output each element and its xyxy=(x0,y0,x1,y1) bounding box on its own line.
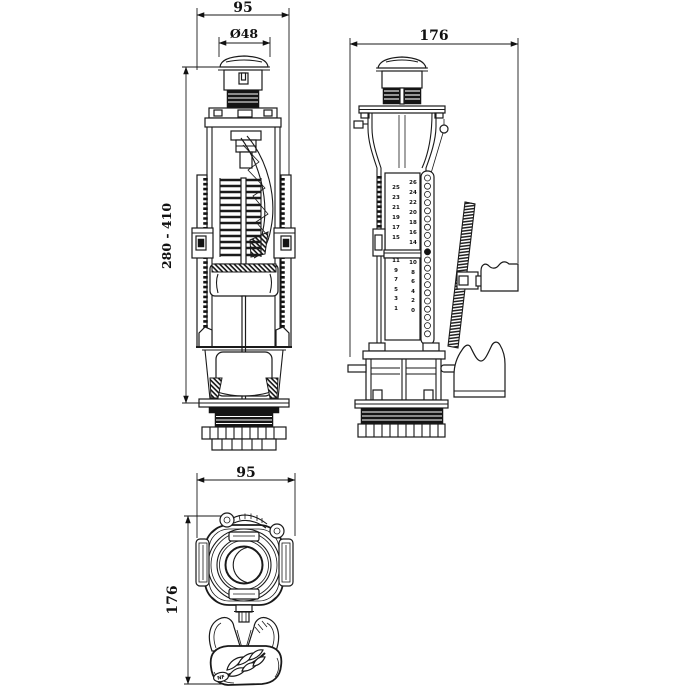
side-view: 176 xyxy=(347,28,519,438)
scale-number: 5 xyxy=(394,287,398,293)
dim-width-176: 176 xyxy=(349,28,519,357)
dim-button-diameter: Ø48 xyxy=(218,26,271,57)
scale-number: 7 xyxy=(394,277,398,283)
retaining-clip xyxy=(232,513,268,529)
scale-number: 19 xyxy=(392,215,400,221)
outlet-opening xyxy=(224,545,264,585)
hook-bracket xyxy=(480,261,519,292)
scale-number: 17 xyxy=(392,225,400,231)
push-button-side xyxy=(376,56,428,105)
valve-top-circles xyxy=(204,524,284,606)
scale-number: 8 xyxy=(411,270,415,276)
scale-number: 23 xyxy=(392,195,400,201)
ear-lug-right xyxy=(269,523,285,539)
scale-number: 2 xyxy=(411,298,415,304)
scale-column: 26 24 22 20 18 16 14 25 23 21 19 17 15 xyxy=(372,172,422,341)
scale-number: 20 xyxy=(409,210,417,216)
scale-number: 21 xyxy=(392,205,400,211)
dim-text-width-side: 176 xyxy=(419,28,448,44)
scale-number: 1 xyxy=(394,306,398,312)
scale-number: 0 xyxy=(411,308,415,314)
pedal: NF xyxy=(209,645,283,686)
front-view: 95 Ø48 280 - 410 xyxy=(159,0,296,451)
bell-housing xyxy=(196,326,292,400)
position-pin xyxy=(424,248,431,256)
outlet-thread-side xyxy=(354,399,449,438)
funnel-body xyxy=(353,112,449,353)
dim-text-height-range: 280 - 410 xyxy=(159,203,174,269)
threaded-collar xyxy=(226,89,260,109)
scale-number: 22 xyxy=(409,200,417,206)
scale-number: 3 xyxy=(394,296,398,302)
base-flange xyxy=(198,398,290,414)
outlet-thread xyxy=(201,412,287,451)
tank-bracket xyxy=(453,341,506,398)
dim-height-range: 280 - 410 xyxy=(159,66,220,404)
scale-number: 15 xyxy=(392,235,400,241)
scale-number: 16 xyxy=(409,230,417,236)
dim-height-176-bottom: 176 xyxy=(165,515,232,685)
scale-number: 6 xyxy=(411,279,415,285)
scale-number: 10 xyxy=(409,260,417,266)
neck xyxy=(234,604,254,623)
nf-logo-text: NF xyxy=(217,674,226,681)
scale-lower: 11 9 7 5 3 1 10 8 6 4 2 0 xyxy=(384,257,421,341)
scale-number: 26 xyxy=(409,180,417,186)
dim-text-width: 95 xyxy=(233,0,252,16)
scale-number: 11 xyxy=(392,258,400,264)
chain-hole-strip xyxy=(420,170,435,346)
nf-logo: NF xyxy=(213,671,229,683)
dim-width-95-bottom: 95 xyxy=(196,465,296,538)
scale-number: 14 xyxy=(409,240,417,246)
scale-upper: 26 24 22 20 18 16 14 25 23 21 19 17 15 xyxy=(384,172,421,253)
bottom-view: 95 176 xyxy=(165,465,296,686)
valve-base xyxy=(347,342,458,401)
push-button xyxy=(218,55,270,91)
scale-number: 18 xyxy=(409,220,417,226)
scale-number: 25 xyxy=(392,185,400,191)
dim-text-width-bottom: 95 xyxy=(236,465,255,481)
lever-wire-loop xyxy=(439,124,449,134)
top-plate xyxy=(204,107,282,128)
bracket-wings xyxy=(208,616,280,652)
curved-rack-arm xyxy=(240,135,274,259)
rail-clamps xyxy=(191,227,296,259)
ear-lug-left xyxy=(219,512,235,528)
side-bracket-left xyxy=(195,538,210,587)
scale-number: 24 xyxy=(409,190,417,196)
side-bracket-right xyxy=(278,538,294,587)
dim-text-button: Ø48 xyxy=(230,26,259,41)
scale-number: 4 xyxy=(411,289,415,295)
crescent-shading xyxy=(232,546,248,584)
scale-number: 9 xyxy=(394,268,398,274)
dim-text-depth-bottom: 176 xyxy=(165,585,181,614)
